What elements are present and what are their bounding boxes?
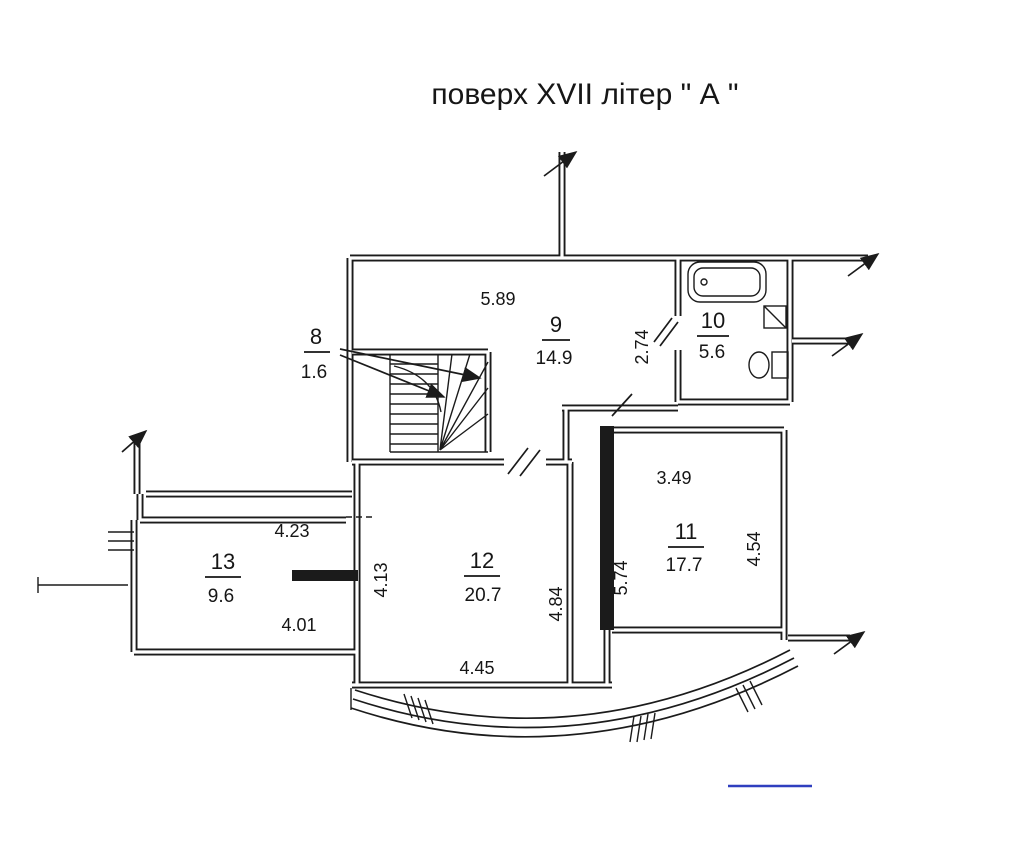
toilet-tank: [771, 351, 789, 379]
balcony-glazing: [350, 649, 799, 743]
dim-room11-top: 3.49: [656, 468, 691, 488]
bathroom-fixtures: [687, 261, 789, 379]
room-12-number: 12: [470, 548, 494, 573]
bathtub-inner: [693, 267, 761, 297]
direction-arrows: [121, 150, 880, 655]
room-11-number: 11: [675, 519, 698, 544]
window-marks: [37, 516, 376, 593]
room-9-area: 14.9: [536, 348, 573, 369]
dim-room9-top: 5.89: [480, 289, 515, 309]
arrow-right-bottom: [833, 630, 866, 655]
dim-room11-left: 5.74: [611, 560, 631, 595]
dim-room12-right: 4.84: [546, 586, 566, 621]
room-8-area: 1.6: [301, 362, 327, 383]
room-13-area: 9.6: [208, 586, 234, 607]
arrow-right-mid: [831, 332, 864, 357]
spiral-staircase: [339, 348, 489, 453]
dim-room9-side: 2.74: [632, 329, 652, 364]
wall-room11-left: [600, 426, 614, 630]
wall-stub-room13: [292, 570, 358, 581]
room-9-number: 9: [550, 312, 562, 337]
arrow-top: [543, 150, 578, 177]
arrow-top-right: [847, 252, 880, 277]
toilet-bowl-icon: [748, 351, 770, 379]
dim-room13-bottom: 4.01: [281, 615, 316, 635]
plan-title: поверх XVII літер " А ": [431, 78, 738, 111]
door-marks: [507, 317, 679, 477]
stair-arrow-2: [339, 354, 446, 398]
dim-room12-left: 4.13: [371, 562, 391, 597]
dim-room13-top: 4.23: [274, 521, 309, 541]
dim-room11-right: 4.54: [744, 531, 764, 566]
room-labels: 8 1.6 9 14.9 10 5.6 11 17.7 12 20.7 13 9…: [205, 308, 729, 607]
room-13-number: 13: [211, 549, 235, 574]
walls: [134, 152, 868, 685]
room-12-area: 20.7: [465, 585, 502, 606]
dim-room12-bottom: 4.45: [459, 658, 494, 678]
bathtub-drain: [700, 278, 708, 286]
sink-icon: [763, 305, 787, 329]
room-10-area: 5.6: [699, 342, 725, 363]
bathtub-icon: [687, 261, 767, 303]
arrow-left: [121, 429, 148, 453]
dimension-labels: 5.89 2.74 3.49 4.54 5.74 4.13 4.84 4.45 …: [274, 289, 764, 678]
room-10-number: 10: [701, 308, 725, 333]
room-11-area: 17.7: [666, 555, 703, 576]
room-8-number: 8: [310, 324, 322, 349]
stair-arrow-1: [339, 348, 482, 383]
